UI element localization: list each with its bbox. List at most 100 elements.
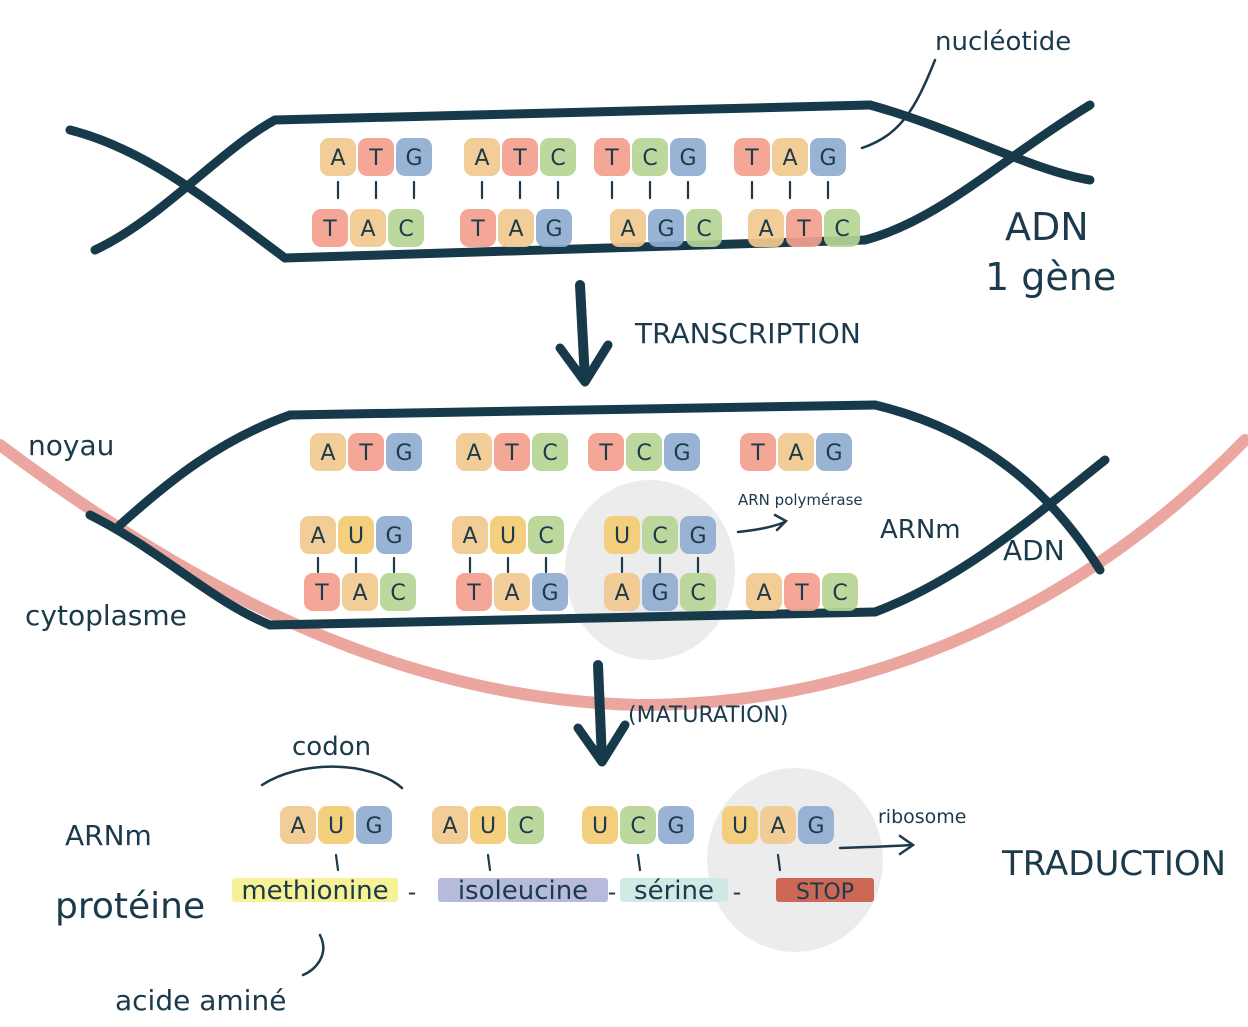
dna-top-coding-nucleotide: A <box>320 138 356 176</box>
mrna-bottom-nucleotide-letter: G <box>365 814 382 839</box>
dna-mid-mrna-nucleotide: A <box>300 516 336 554</box>
amino-acid: sérine <box>620 876 728 906</box>
dna-mid-coding-nucleotide: A <box>778 433 814 471</box>
dna-mid-coding-nucleotide: A <box>456 433 492 471</box>
dna-mid-coding-nucleotide-letter: A <box>320 441 335 466</box>
dna-mid-coding-nucleotide: G <box>816 433 852 471</box>
dna-mid-template-nucleotide-letter: T <box>314 581 329 606</box>
dna-top-coding-nucleotide: A <box>464 138 500 176</box>
dna-top-template-nucleotide-letter: A <box>508 217 523 242</box>
dna-mid-coding-nucleotide-letter: G <box>673 441 690 466</box>
dna-mid-coding-nucleotide-letter: T <box>504 441 519 466</box>
amino-acid-name: methionine <box>241 876 388 906</box>
dna-mid-mrna-nucleotide-letter: U <box>614 524 630 549</box>
mrna-bottom-nucleotide: U <box>582 806 618 844</box>
dna-top-coding-nucleotide-letter: C <box>642 146 657 171</box>
mrna-bottom-nucleotide-letter: U <box>592 814 608 839</box>
label-adn-mid: ADN <box>1003 534 1065 567</box>
dna-mid-mrna-nucleotide: G <box>680 516 716 554</box>
label-ribosome: ribosome <box>878 806 967 828</box>
dna-top-strands <box>65 100 1095 263</box>
dna-mid-mrna-nucleotide: U <box>490 516 526 554</box>
dna-top-coding-nucleotide-letter: C <box>550 146 565 171</box>
dna-mid-mrna-nucleotide-letter: U <box>348 524 364 549</box>
dna-mid-template-nucleotide: A <box>342 573 378 611</box>
dna-mid-coding-nucleotide-letter: C <box>542 441 557 466</box>
amino-acid: STOP <box>776 878 874 905</box>
dna-top-template-nucleotide-letter: A <box>620 217 635 242</box>
dna-mid-template-nucleotide: T <box>304 573 340 611</box>
dna-top-coding-nucleotide: G <box>396 138 432 176</box>
dna-top-coding-nucleotide-letter: A <box>330 146 345 171</box>
dna-top-template-nucleotide-letter: G <box>545 217 562 242</box>
dna-mid-mrna-nucleotide-letter: G <box>689 524 706 549</box>
arn-polymerase-zone <box>565 480 735 660</box>
dna-top-coding-nucleotide-letter: T <box>604 146 619 171</box>
dna-mid-coding-nucleotide-letter: G <box>395 441 412 466</box>
codon-tick <box>486 853 492 872</box>
dna-top-template-nucleotide: C <box>824 209 860 247</box>
label-arnm-mid: ARNm <box>880 515 961 545</box>
dna-mid-template-nucleotide-letter: C <box>690 581 705 606</box>
mrna-bottom-nucleotide: G <box>356 806 392 844</box>
dna-top-coding-nucleotide: A <box>772 138 808 176</box>
amino-acid-name: isoleucine <box>458 876 588 906</box>
dna-top-template-nucleotide: C <box>388 209 424 247</box>
dna-mid-coding-nucleotide: T <box>494 433 530 471</box>
label-arn-polymerase: ARN polymérase <box>738 491 863 509</box>
dna-top-template-nucleotide: A <box>350 209 386 247</box>
dna-mid-template-nucleotide: G <box>642 573 678 611</box>
dna-top-coding-nucleotide: G <box>810 138 846 176</box>
dna-mid-coding-nucleotide-letter: A <box>466 441 481 466</box>
dna-top-template-nucleotide-letter: T <box>470 217 485 242</box>
mrna-bottom-nucleotide: C <box>508 806 544 844</box>
dna-mid-template-nucleotide-letter: T <box>466 581 481 606</box>
dna-mid-template-nucleotide: C <box>680 573 716 611</box>
peptide-bond-dash: - <box>408 878 417 906</box>
dna-top-template-nucleotide-letter: T <box>796 217 811 242</box>
dna-mid-mrna-nucleotide: C <box>528 516 564 554</box>
amino-acid: isoleucine <box>438 876 608 906</box>
label-pointers <box>260 58 937 977</box>
mrna-bottom-nucleotide-letter: A <box>442 814 457 839</box>
codon-tick <box>636 853 642 872</box>
dna-mid-coding-nucleotide: A <box>310 433 346 471</box>
dna-top-template-nucleotide: G <box>536 209 572 247</box>
dna-mid-mrna-nucleotide-letter: U <box>500 524 516 549</box>
label-acide-amine: acide aminé <box>115 984 286 1017</box>
dna-mid-template-nucleotide-letter: A <box>756 581 771 606</box>
dna-mid-template-nucleotide: A <box>746 573 782 611</box>
dna-mid-template-nucleotide: A <box>494 573 530 611</box>
label-noyau: noyau <box>28 429 114 462</box>
dna-mid-template-nucleotide: G <box>532 573 568 611</box>
mrna-bottom-nucleotide-letter: C <box>518 814 533 839</box>
dna-top-template-nucleotide: C <box>686 209 722 247</box>
mrna-bottom-nucleotide-letter: C <box>630 814 645 839</box>
dna-top-coding-nucleotide-letter: A <box>782 146 797 171</box>
mrna-bottom-nucleotide: U <box>722 806 758 844</box>
label-proteine: protéine <box>55 886 205 927</box>
dna-mid-template-nucleotide-letter: C <box>390 581 405 606</box>
dna-top-template-nucleotide: T <box>312 209 348 247</box>
dna-mid-coding-nucleotide-letter: G <box>825 441 842 466</box>
codon-tick <box>776 853 782 872</box>
dna-top-template-nucleotide-letter: C <box>696 217 711 242</box>
dna-top-coding-nucleotide: T <box>594 138 630 176</box>
dna-top-coding-nucleotide: C <box>540 138 576 176</box>
dna-top-template-nucleotide: A <box>610 209 646 247</box>
dna-top-template-nucleotide-letter: G <box>657 217 674 242</box>
label-gene: 1 gène <box>985 255 1116 299</box>
dna-mid-mrna-nucleotide-letter: C <box>538 524 553 549</box>
dna-mid-template-nucleotide-letter: G <box>541 581 558 606</box>
dna-mid-template-nucleotide-letter: A <box>352 581 367 606</box>
label-codon: codon <box>292 732 371 762</box>
dna-mid-template-nucleotide-letter: G <box>651 581 668 606</box>
dna-mid-coding-nucleotide: C <box>626 433 662 471</box>
dna-top-coding-nucleotide-letter: G <box>679 146 696 171</box>
dna-top-template-nucleotide: G <box>648 209 684 247</box>
dna-top-coding-nucleotide-letter: A <box>474 146 489 171</box>
mrna-bottom-nucleotide: U <box>470 806 506 844</box>
dna-top-coding-nucleotide: G <box>670 138 706 176</box>
label-maturation: (MATURATION) <box>628 703 788 728</box>
